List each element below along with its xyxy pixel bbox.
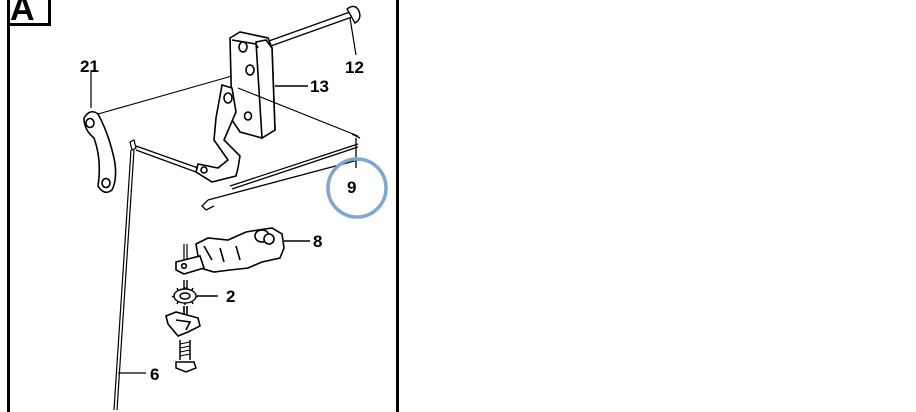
callout-12: 12 [345, 58, 364, 77]
callout-9: 9 [347, 178, 356, 197]
clip [165, 306, 201, 337]
bracket-13 [229, 31, 308, 140]
bolt-12 [265, 5, 361, 56]
callout-6: 6 [150, 365, 159, 384]
callout-21: 21 [80, 57, 99, 76]
rod-6 [113, 139, 199, 411]
pin [183, 244, 188, 260]
handle-8 [175, 227, 310, 275]
rod-9 [201, 133, 361, 211]
panel-letter: A [10, 0, 35, 28]
leader-lines [97, 75, 359, 137]
panel-border-right [396, 0, 399, 412]
panel-letter-box [7, 0, 51, 26]
panel-border-left [7, 0, 10, 412]
callout-2: 2 [226, 287, 235, 306]
screw-bottom [175, 340, 197, 373]
callout-8: 8 [313, 232, 322, 251]
highlight-circle [326, 157, 388, 219]
lever-arm [195, 83, 241, 183]
washer-2 [171, 280, 218, 305]
callout-13: 13 [310, 77, 329, 96]
plate-21 [83, 70, 117, 194]
